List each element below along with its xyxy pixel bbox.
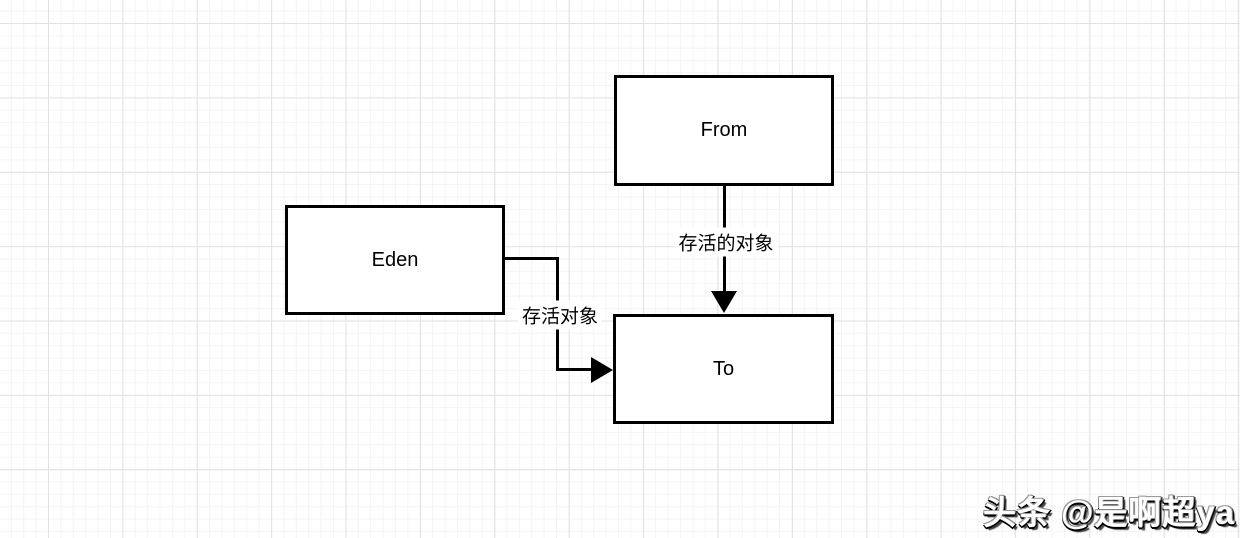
- edge-eden-to-label: 存活对象: [517, 300, 603, 330]
- edge-from-to-label: 存活的对象: [674, 227, 778, 257]
- node-to-label: To: [712, 357, 735, 380]
- node-from-label: From: [700, 119, 748, 141]
- node-eden: Eden: [285, 205, 505, 315]
- arrowhead-right-icon: [591, 357, 613, 383]
- edge-eden-to-line-h2: [556, 368, 592, 371]
- node-to: To: [613, 314, 834, 424]
- node-eden-label: Eden: [371, 248, 419, 271]
- arrowhead-down-icon: [711, 291, 737, 313]
- edge-eden-to-line-h1: [505, 257, 559, 260]
- node-from: From: [614, 75, 834, 186]
- watermark: 头条 @是啊超ya: [982, 494, 1235, 531]
